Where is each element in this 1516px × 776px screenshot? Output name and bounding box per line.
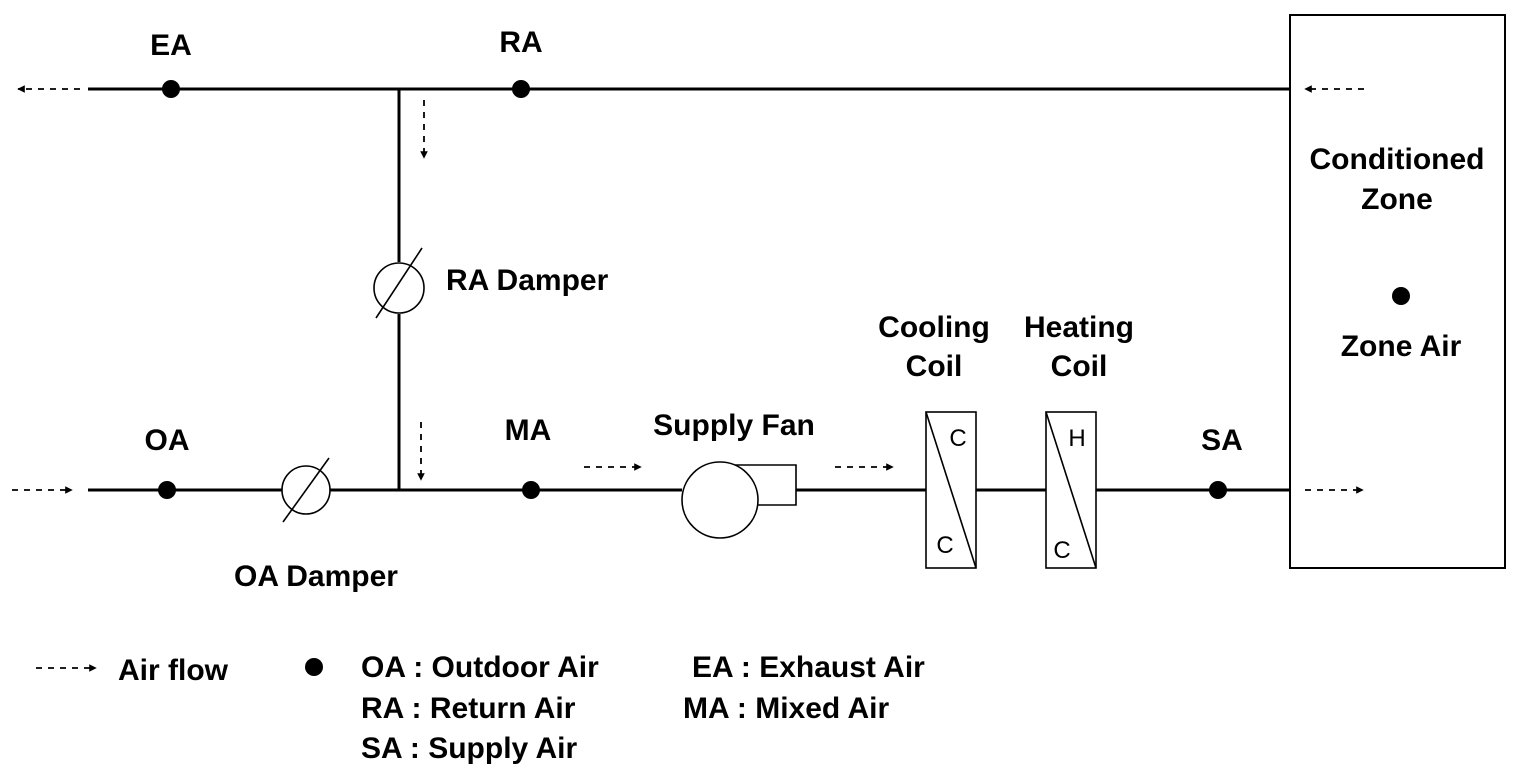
- ea-point: [162, 80, 180, 98]
- cooling-coil-label-line1: Cooling: [878, 311, 990, 344]
- ra-damper-label: RA Damper: [446, 264, 609, 297]
- sa-label: SA: [1201, 424, 1243, 457]
- heating-coil-bottom-letter: C: [1053, 537, 1070, 564]
- heating-coil-label-line2: Coil: [1051, 350, 1108, 383]
- heating-coil-top-letter: H: [1068, 425, 1085, 452]
- conditioned-zone-box: [1289, 14, 1506, 569]
- ra-label: RA: [499, 26, 542, 59]
- heating-coil-icon: [1045, 411, 1097, 569]
- cooling-coil-top-letter: C: [949, 425, 966, 452]
- oa-point: [158, 481, 176, 499]
- supply-fan-icon: [681, 461, 797, 539]
- oa-label: OA: [145, 424, 190, 457]
- oa-damper-icon: [281, 457, 331, 523]
- zone-title-line1: Conditioned: [1310, 143, 1485, 176]
- oa-damper-label: OA Damper: [234, 560, 398, 593]
- cooling-coil-label-line2: Coil: [906, 350, 963, 383]
- legend-ra: RA : Return Air: [361, 692, 576, 725]
- cooling-coil-bottom-letter: C: [936, 532, 953, 559]
- heating-coil-label-line1: Heating: [1024, 311, 1134, 344]
- legend-point-dot: [305, 658, 323, 676]
- legend-air-flow: Air flow: [118, 654, 229, 687]
- zone-title-line2: Zone: [1361, 183, 1433, 216]
- ra-point: [512, 80, 530, 98]
- supply-fan-label: Supply Fan: [653, 409, 815, 442]
- ma-label: MA: [505, 414, 552, 447]
- zone-air-label: Zone Air: [1341, 330, 1462, 363]
- legend-ma: MA : Mixed Air: [683, 692, 889, 725]
- zone-air-point: [1392, 287, 1410, 305]
- ea-label: EA: [150, 29, 192, 62]
- legend-sa: SA : Supply Air: [361, 732, 577, 765]
- legend-ea: EA : Exhaust Air: [692, 651, 925, 684]
- ra-damper-icon: [373, 247, 425, 319]
- ma-point: [522, 481, 540, 499]
- legend-oa: OA : Outdoor Air: [361, 651, 599, 684]
- cooling-coil-icon: [925, 411, 977, 569]
- sa-point: [1209, 481, 1227, 499]
